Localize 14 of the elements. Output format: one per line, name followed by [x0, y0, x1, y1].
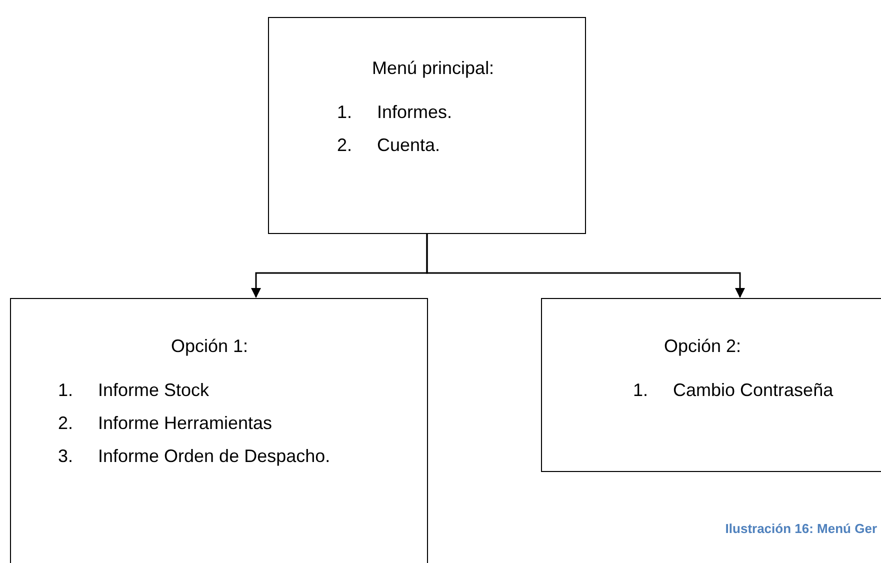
- box-heading: Opción 1:: [171, 336, 248, 357]
- menu-box: [10, 298, 428, 563]
- figure-caption: Ilustración 16: Menú Ger: [725, 521, 877, 536]
- list-item: 1. Cambio Contraseña: [633, 380, 834, 401]
- box-heading: Menú principal:: [372, 58, 494, 79]
- list-item: 1. Informes.: [337, 102, 452, 123]
- menu-box: [268, 17, 586, 234]
- box-heading: Opción 2:: [664, 336, 742, 357]
- list-item: 1. Informe Stock: [58, 380, 210, 401]
- list-item: 2. Cuenta.: [337, 135, 440, 156]
- connector-arrow: [426, 234, 745, 298]
- menu-box: [541, 298, 881, 472]
- list-item: 2. Informe Herramientas: [58, 413, 272, 434]
- list-item: 3. Informe Orden de Despacho.: [58, 446, 330, 467]
